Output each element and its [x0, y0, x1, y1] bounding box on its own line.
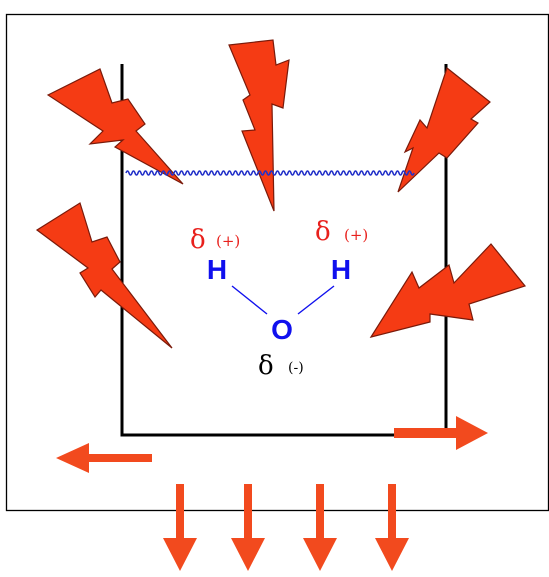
- arrow-icon: [163, 484, 197, 571]
- lightning-bolt-icon: [397, 66, 491, 193]
- arrow-icon: [231, 484, 265, 571]
- lightning-bolt-icon: [46, 68, 184, 185]
- bonds: [231, 285, 335, 315]
- lightning-bolts: [35, 39, 527, 349]
- delta-symbol: δ: [190, 225, 206, 255]
- charge-sign: (+): [216, 232, 240, 250]
- atom-h-right: H: [331, 254, 351, 285]
- bond-right: [297, 285, 335, 315]
- charge-sign: (+): [344, 226, 368, 244]
- charge-h-left: δ (+): [190, 225, 240, 255]
- lightning-bolt-icon: [369, 243, 527, 338]
- heat-arrows: [56, 416, 488, 571]
- arrow-icon: [394, 416, 488, 450]
- atom-h-left: H: [207, 254, 227, 285]
- lightning-bolt-icon: [35, 202, 173, 349]
- container: [120, 64, 448, 437]
- charge-sign: (-): [288, 360, 304, 376]
- arrow-icon: [375, 484, 409, 571]
- charge-o: δ (-): [258, 351, 304, 381]
- lightning-bolt-icon: [228, 39, 290, 212]
- bond-left: [231, 285, 268, 315]
- arrow-icon: [303, 484, 337, 571]
- delta-symbol: δ: [258, 351, 274, 381]
- water-surface: [125, 170, 415, 176]
- atom-o: O: [271, 314, 293, 345]
- charge-h-right: δ (+): [315, 217, 368, 247]
- delta-symbol: δ: [315, 217, 331, 247]
- arrow-icon: [56, 443, 152, 473]
